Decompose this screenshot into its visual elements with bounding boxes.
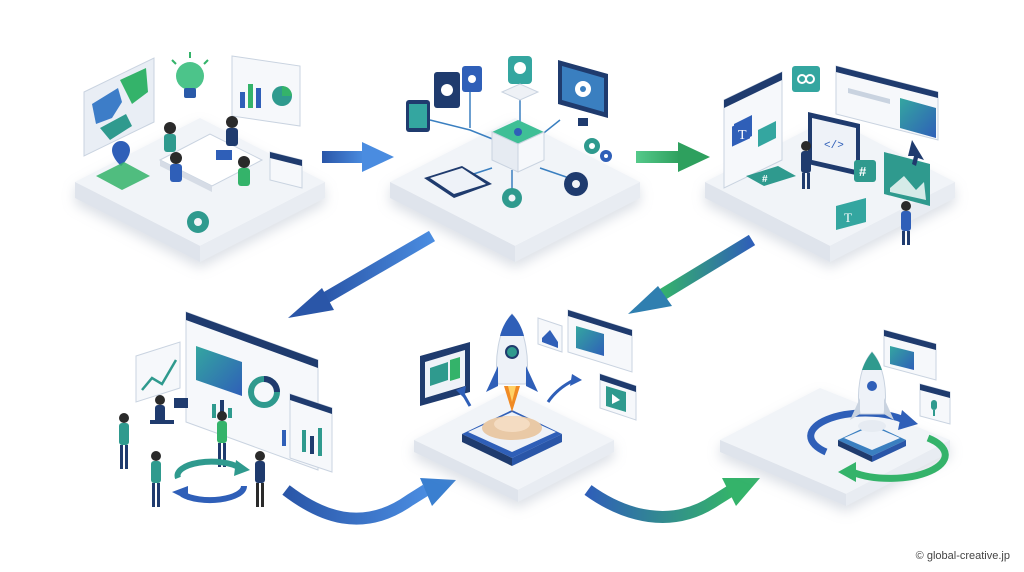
rocket-icon [850,351,894,432]
video-icon [599,373,637,421]
browser-window-icon [835,65,939,141]
step-planning [75,52,325,262]
svg-text:</>: </> [824,140,844,152]
flow-arrow-design-to-analysis [288,230,436,318]
step-launch [414,309,637,502]
step-analysis-improvement [119,311,333,507]
launch-pad [462,410,562,466]
gear-icon [434,66,482,108]
svg-text:#: # [859,164,867,179]
tablet-icon [424,166,492,198]
server-stack-icon [491,120,545,173]
line-chart-icon [135,341,181,403]
cursor-icon [908,140,924,166]
flow-arrow-design-to-content [636,142,710,172]
launch-pad [838,424,906,462]
team-meeting-icon [158,116,264,192]
gear-icon [187,211,209,233]
calendar-icon [269,151,303,189]
svg-text:T: T [738,128,747,143]
flow-arrow-content-to-launch [628,234,756,314]
gear-icon [502,138,612,208]
browser-window-icon [883,329,937,381]
lightbulb-icon [171,52,209,98]
step-content-creation: T </> # # T [705,65,955,262]
rocket-icon [486,313,538,412]
copyright-credit: © global-creative.jp [915,550,1010,562]
svg-text:#: # [762,174,768,185]
flow-arrow-launch-to-growth [584,478,760,523]
hashtag-icon: # # [746,160,876,186]
image-icon [537,317,563,353]
step-growth-cycle [720,329,951,506]
microphone-icon [919,383,951,425]
link-icon [792,66,820,92]
flow-arrow-analysis-to-launch [282,478,456,525]
lightbulb-icon [500,56,540,101]
location-pin-icon [96,141,150,190]
team-icon [119,395,265,507]
chart-board-icon [231,55,301,127]
svg-text:T: T [844,210,852,225]
text-document-icon: T [723,71,783,189]
browser-window-icon [289,393,333,473]
person-icon [801,141,911,245]
text-document-icon: T [836,198,866,230]
browser-window-icon [567,309,633,373]
cycle-arrows-icon [172,458,250,504]
map-icon [83,57,155,157]
image-icon [884,152,930,206]
code-screen-icon: </> [808,112,860,176]
tablet-icon [406,100,430,132]
platform [390,118,640,262]
platform [720,388,950,506]
monitor-gear-icon [558,60,608,126]
flow-arrow-planning-to-design [322,142,394,172]
step-system-design [390,56,640,262]
